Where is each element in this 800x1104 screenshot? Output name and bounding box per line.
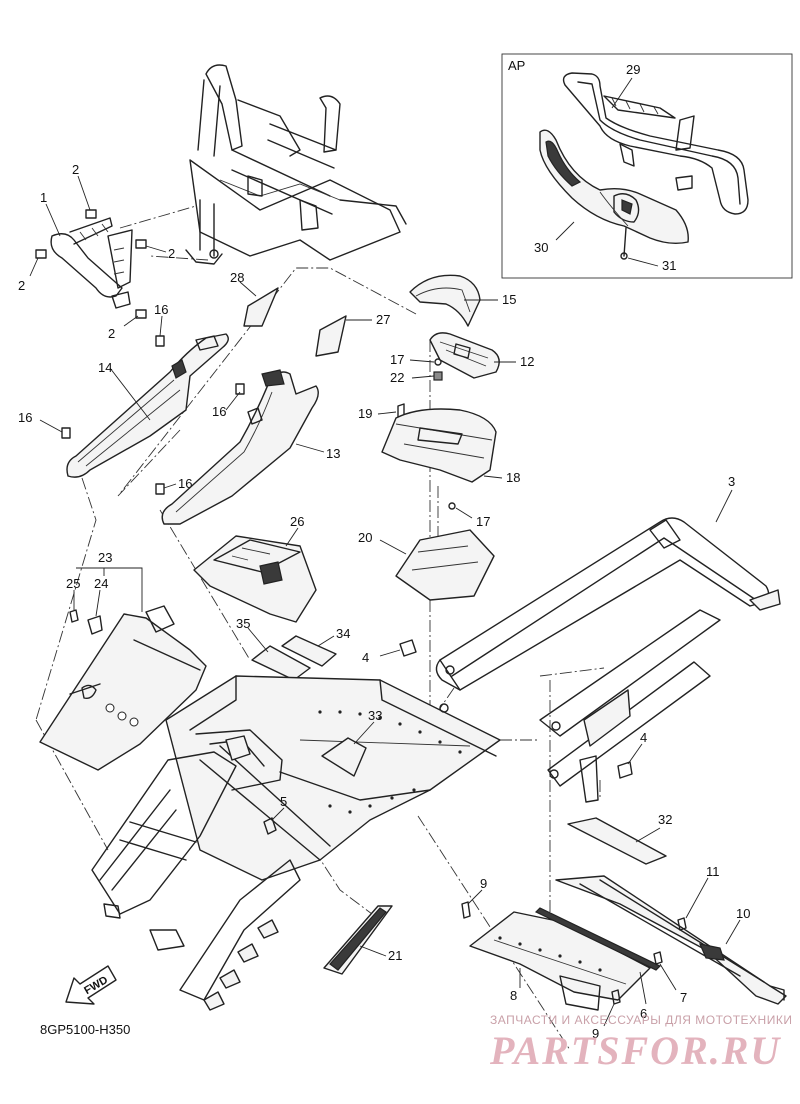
- fwd-arrow: FWD: [65, 965, 117, 1005]
- front-frame: [119, 64, 407, 265]
- callout-2-bottom: 2: [108, 326, 115, 341]
- watermark-brand: PARTSFOR.RU: [489, 1028, 781, 1073]
- decal-27: [315, 315, 347, 357]
- clip-17-top: [434, 358, 442, 366]
- guide-lines: [35, 267, 605, 1051]
- callout-21: 21: [388, 948, 402, 963]
- callout-19: 19: [358, 406, 372, 421]
- fwd-label: FWD: [82, 974, 110, 997]
- callout-26: 26: [290, 514, 304, 529]
- nut-22: [433, 371, 443, 381]
- callout-35: 35: [236, 616, 250, 631]
- callout-2-left: 2: [18, 278, 25, 293]
- callout-24: 24: [94, 576, 108, 591]
- decal-32: [567, 817, 667, 865]
- inset-skid-plate: [539, 129, 689, 245]
- bolts-2: [35, 209, 147, 319]
- diagram-code: 8GP5100-H350: [40, 1022, 130, 1037]
- rear-flap-10: [555, 875, 787, 1005]
- bracket-12: [429, 332, 500, 379]
- callout-11: 11: [706, 864, 720, 879]
- callout-32: 32: [658, 812, 672, 827]
- callout-6: 6: [640, 1006, 647, 1021]
- callout-7: 7: [680, 990, 687, 1005]
- callout-31: 31: [662, 258, 676, 273]
- callout-3: 3: [728, 474, 735, 489]
- rear-bumper-3: [435, 517, 781, 803]
- callout-9-top: 9: [480, 876, 487, 891]
- callout-17-top: 17: [390, 352, 404, 367]
- callout-16-d: 16: [178, 476, 192, 491]
- side-cover-14: [66, 333, 229, 478]
- bolt-4-left: [399, 639, 417, 657]
- callout-16-c: 16: [212, 404, 226, 419]
- pad-34: [281, 635, 337, 667]
- callout-17-bottom: 17: [476, 514, 490, 529]
- mat-20: [395, 529, 495, 601]
- callout-14: 14: [98, 360, 112, 375]
- callout-12: 12: [520, 354, 534, 369]
- callout-23: 23: [98, 550, 112, 565]
- box-26: [193, 535, 317, 623]
- bolt-24: [87, 615, 103, 635]
- callout-27: 27: [376, 312, 390, 327]
- callout-10: 10: [736, 906, 750, 921]
- callout-28: 28: [230, 270, 244, 285]
- rail-6: [534, 907, 662, 971]
- cover-15: [409, 274, 481, 327]
- callout-16-b: 16: [18, 410, 32, 425]
- callout-2-right: 2: [168, 246, 175, 261]
- callout-25: 25: [66, 576, 80, 591]
- chassis-tunnel: [91, 675, 501, 1011]
- inset-bracket-29: [603, 95, 676, 119]
- clip-25: [69, 609, 79, 623]
- callout-9-bottom: 9: [592, 1026, 599, 1041]
- side-cover-13: [161, 369, 319, 525]
- inset-label: AP: [508, 58, 525, 73]
- callout-30: 30: [534, 240, 548, 255]
- callout-16-a: 16: [154, 302, 168, 317]
- callout-8: 8: [510, 988, 517, 1003]
- callout-34: 34: [336, 626, 350, 641]
- bracket-33: [321, 737, 367, 777]
- callout-4-left: 4: [362, 650, 369, 665]
- callout-2-top: 2: [72, 162, 79, 177]
- callout-18: 18: [506, 470, 520, 485]
- screw-9-top: [461, 901, 471, 919]
- screw-9-bottom: [611, 989, 621, 1005]
- inset-ap: AP 29 30 31: [501, 53, 793, 279]
- callout-5: 5: [280, 794, 287, 809]
- callout-1: 1: [40, 190, 47, 205]
- bracket-1: [50, 217, 133, 309]
- decal-28: [243, 287, 279, 327]
- callout-29: 29: [626, 62, 640, 77]
- bolt-4-right: [617, 761, 633, 779]
- pad-35: [251, 645, 311, 681]
- plate-8: [469, 911, 651, 1011]
- callout-13: 13: [326, 446, 340, 461]
- inset-bumper-bar: [562, 72, 749, 215]
- clip-7: [653, 951, 663, 965]
- callout-4-right: 4: [640, 730, 647, 745]
- clip-11: [677, 917, 687, 931]
- flap-assembly-23: [39, 605, 207, 771]
- inset-frame: [501, 53, 793, 279]
- watermark-tagline: ЗАПЧАСТИ И АКСЕССУАРЫ ДЛЯ МОТОТЕХНИКИ: [490, 1013, 792, 1027]
- callout-22: 22: [390, 370, 404, 385]
- clip-17-bottom: [448, 502, 456, 510]
- rear-cover-18: [381, 408, 497, 483]
- callout-33: 33: [368, 708, 382, 723]
- callout-20: 20: [358, 530, 372, 545]
- clip-5: [263, 817, 277, 835]
- callout-15: 15: [502, 292, 516, 307]
